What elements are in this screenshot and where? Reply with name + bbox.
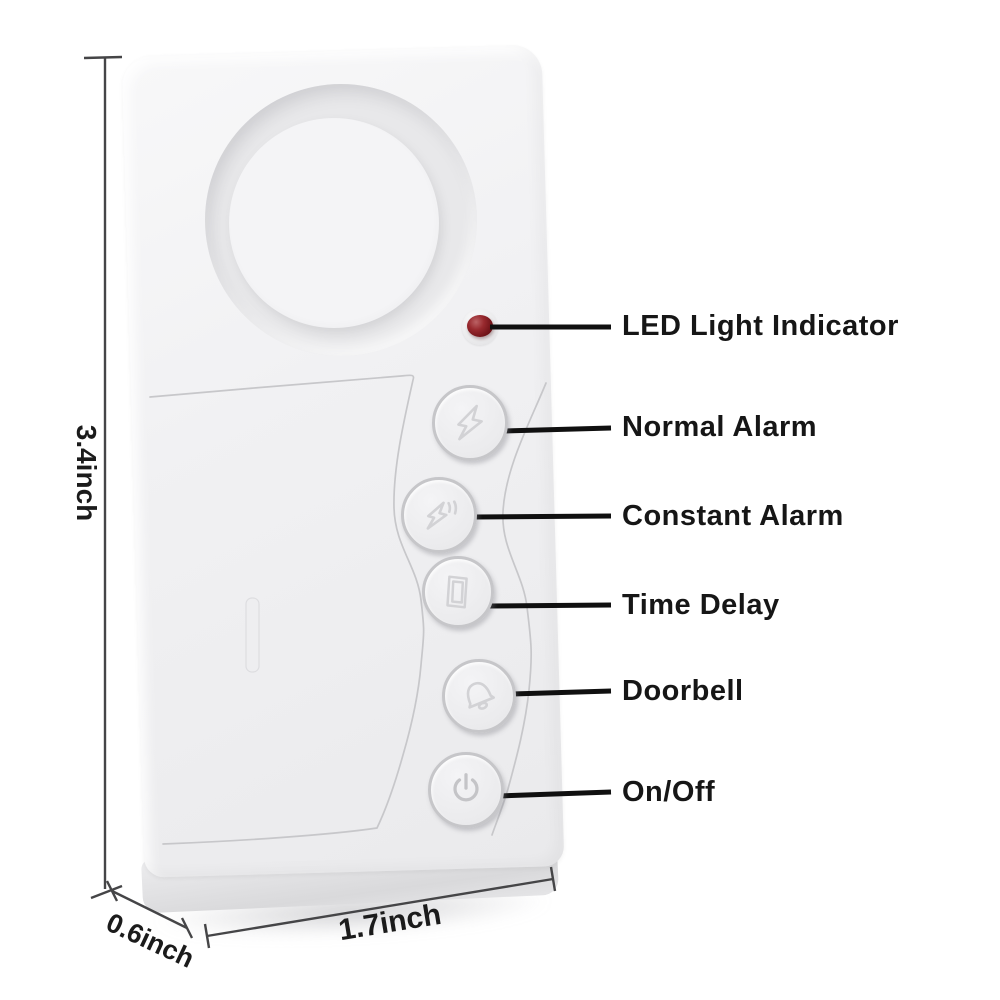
time-delay-connector-line bbox=[488, 602, 612, 609]
onoff-connector-line bbox=[498, 789, 612, 799]
doorbell-connector-line bbox=[511, 688, 612, 697]
lightning-icon bbox=[457, 404, 483, 441]
on-off-label: On/Off bbox=[622, 776, 716, 808]
width-dimension-line bbox=[206, 877, 554, 938]
door-icon bbox=[446, 575, 468, 609]
led-light-icon bbox=[467, 315, 493, 337]
annotation-connector-lines bbox=[474, 324, 612, 799]
speaker-inner-circle bbox=[229, 118, 439, 328]
doorbell-button bbox=[442, 659, 516, 733]
panel-outline bbox=[149, 374, 547, 845]
led-indicator-label: LED Light Indicator bbox=[622, 310, 899, 342]
bell-icon bbox=[466, 681, 495, 710]
constant-alarm-connector-line bbox=[474, 513, 612, 520]
normal-alarm-connector-line bbox=[503, 425, 612, 434]
power-icon bbox=[453, 773, 479, 802]
constant-alarm-label: Constant Alarm bbox=[622, 500, 844, 532]
time-delay-label: Time Delay bbox=[622, 589, 780, 621]
lightning-pulse-icon bbox=[426, 500, 458, 530]
height-dimension-label: 3.4inch bbox=[71, 424, 102, 522]
speaker-grille bbox=[205, 84, 477, 356]
depth-dimension-line bbox=[111, 889, 188, 930]
on-off-button bbox=[428, 752, 504, 828]
time-delay-button bbox=[422, 556, 494, 628]
normal-alarm-label: Normal Alarm bbox=[622, 411, 818, 443]
dimension-lines bbox=[83, 55, 557, 949]
battery-slot bbox=[245, 597, 260, 673]
doorbell-label: Doorbell bbox=[622, 675, 744, 707]
constant-alarm-button bbox=[401, 477, 477, 553]
normal-alarm-button bbox=[432, 385, 508, 461]
